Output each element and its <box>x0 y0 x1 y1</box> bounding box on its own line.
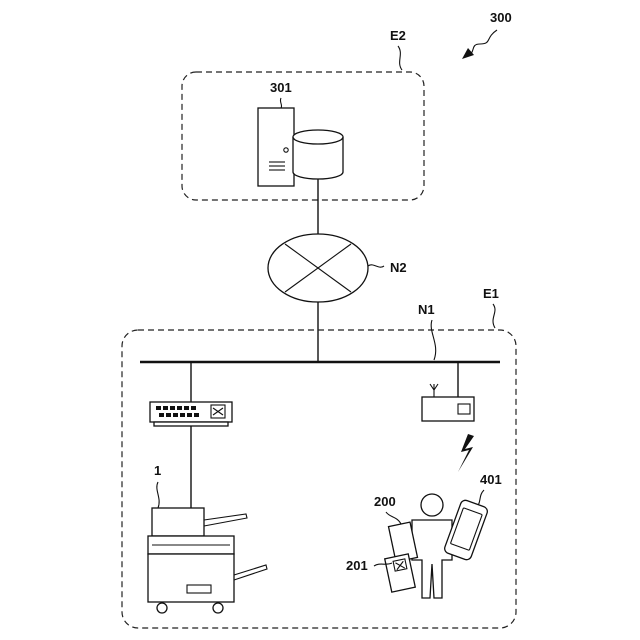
label-reader-201: 201 <box>346 558 368 573</box>
portable-device-icon <box>385 522 418 592</box>
switch-base <box>154 422 228 426</box>
label-server-301: 301 <box>270 80 292 95</box>
label-environment-e2: E2 <box>390 28 406 43</box>
e1-leader-line <box>493 304 495 328</box>
n2-leader-line <box>368 265 384 267</box>
printer-wheel-left <box>157 603 167 613</box>
printer-mfp-icon <box>148 508 267 613</box>
printer-tray-top <box>204 514 247 526</box>
label-network-n1: N1 <box>418 302 435 317</box>
printer-wheel-right <box>213 603 223 613</box>
printer-scanner-top <box>152 508 204 536</box>
server-leader-line <box>280 98 281 108</box>
printer-body <box>148 554 234 602</box>
label-environment-e1: E1 <box>483 286 499 301</box>
label-device-200: 200 <box>374 494 396 509</box>
label-system-300: 300 <box>490 10 512 25</box>
printer-tray-side <box>234 565 267 580</box>
network-switch-icon <box>150 402 232 426</box>
database-icon <box>293 130 343 179</box>
system-arrowhead-icon <box>462 48 474 59</box>
access-point-body <box>422 397 474 421</box>
label-network-n2: N2 <box>390 260 407 275</box>
server-tower <box>258 108 294 186</box>
person-head <box>421 494 443 516</box>
printer-leader-line <box>157 482 159 508</box>
server-icon <box>258 108 294 186</box>
label-printer-1: 1 <box>154 463 161 478</box>
wan-network-icon <box>268 234 368 302</box>
e2-leader-line <box>398 46 402 70</box>
wireless-access-point-icon <box>422 384 474 421</box>
person-body <box>412 520 452 598</box>
label-phone-401: 401 <box>480 472 502 487</box>
wireless-signal-icon <box>458 434 474 472</box>
n1-leader-line <box>431 320 436 360</box>
system-pointer-line <box>468 30 497 56</box>
